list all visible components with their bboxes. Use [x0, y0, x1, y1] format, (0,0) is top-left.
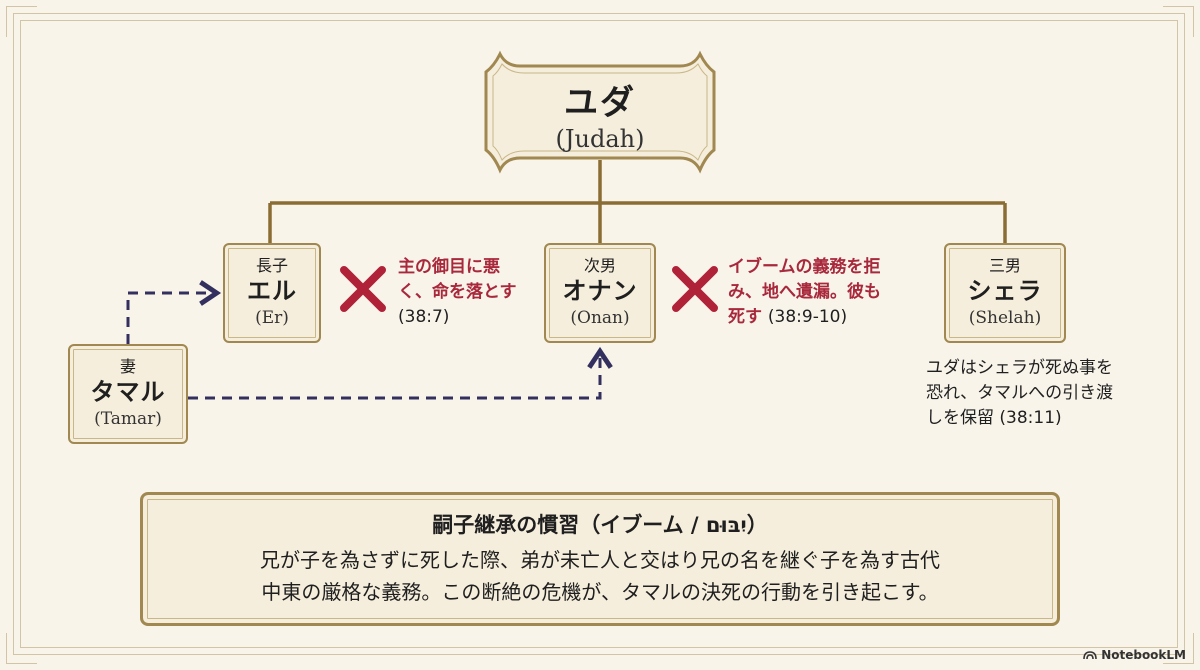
family-tree-lines: [268, 160, 1007, 243]
frame-corner: [6, 6, 37, 37]
shelah-role: 三男: [988, 256, 1021, 275]
notebooklm-logo-icon: [1083, 651, 1097, 660]
frame-corner: [1163, 633, 1194, 664]
shelah-node: 三男 シェラ (Shelah): [944, 243, 1066, 343]
frame-corner: [1163, 6, 1194, 37]
brand-watermark: NotebookLM: [1083, 648, 1186, 662]
custom-body-line-2: 中東の厳格な義務。この断絶の危機が、タマルの決死の行動を引き起こす。: [261, 580, 939, 604]
shelah-name: シェラ: [967, 277, 1043, 305]
shelah-name-en: (Shelah): [968, 308, 1042, 328]
tamar-name-en: (Tamar): [94, 409, 162, 429]
er-node: 長子 エル (Er): [223, 243, 321, 343]
judah-name-en: (Judah): [555, 125, 645, 153]
shelah-note: ユダはシェラが死ぬ事を 恐れ、タマルへの引き渡 しを保留 (38:11): [926, 358, 1114, 428]
tamar-name: タマル: [90, 378, 166, 406]
er-name-en: (Er): [255, 308, 289, 328]
onan-name: オナン: [562, 277, 638, 305]
tamar-role: 妻: [119, 357, 136, 376]
judah-box-frame: [484, 50, 716, 174]
onan-node: 次男 オナン (Onan): [544, 243, 656, 343]
custom-body-line-1: 兄が子を為さずに死した際、弟が未亡人と交はり兄の名を継ぐ子を為す古代: [260, 548, 940, 572]
onan-death-ref: (38:9-10): [767, 307, 848, 327]
frame-corner: [6, 633, 37, 664]
er-role: 長子: [255, 256, 288, 275]
er-death-ref: (38:7): [398, 307, 450, 327]
judah-name: ユダ: [564, 83, 636, 123]
er-name: エル: [247, 277, 297, 305]
levirate-custom-box: 嗣子継承の慣習（イブーム / יִבּוּם） 兄が子を為さずに死した際、弟が未…: [140, 492, 1060, 626]
custom-title: 嗣子継承の慣習（イブーム / יִבּוּם）: [432, 513, 768, 537]
onan-role: 次男: [583, 256, 616, 275]
brand-name: NotebookLM: [1101, 648, 1186, 662]
death-x-icon: [672, 266, 718, 312]
onan-death-note: イブームの義務を拒 み、地へ遺漏。彼も 死す (38:9-10): [728, 257, 881, 327]
death-x-icon: [340, 266, 386, 312]
judah-node: ユダ (Judah): [500, 74, 700, 162]
marriage-arrows: [126, 280, 613, 400]
tamar-node: 妻 タマル (Tamar): [68, 344, 188, 444]
er-death-note: 主の御目に悪 く、命を落とす (38:7): [398, 255, 517, 330]
onan-name-en: (Onan): [570, 308, 630, 328]
